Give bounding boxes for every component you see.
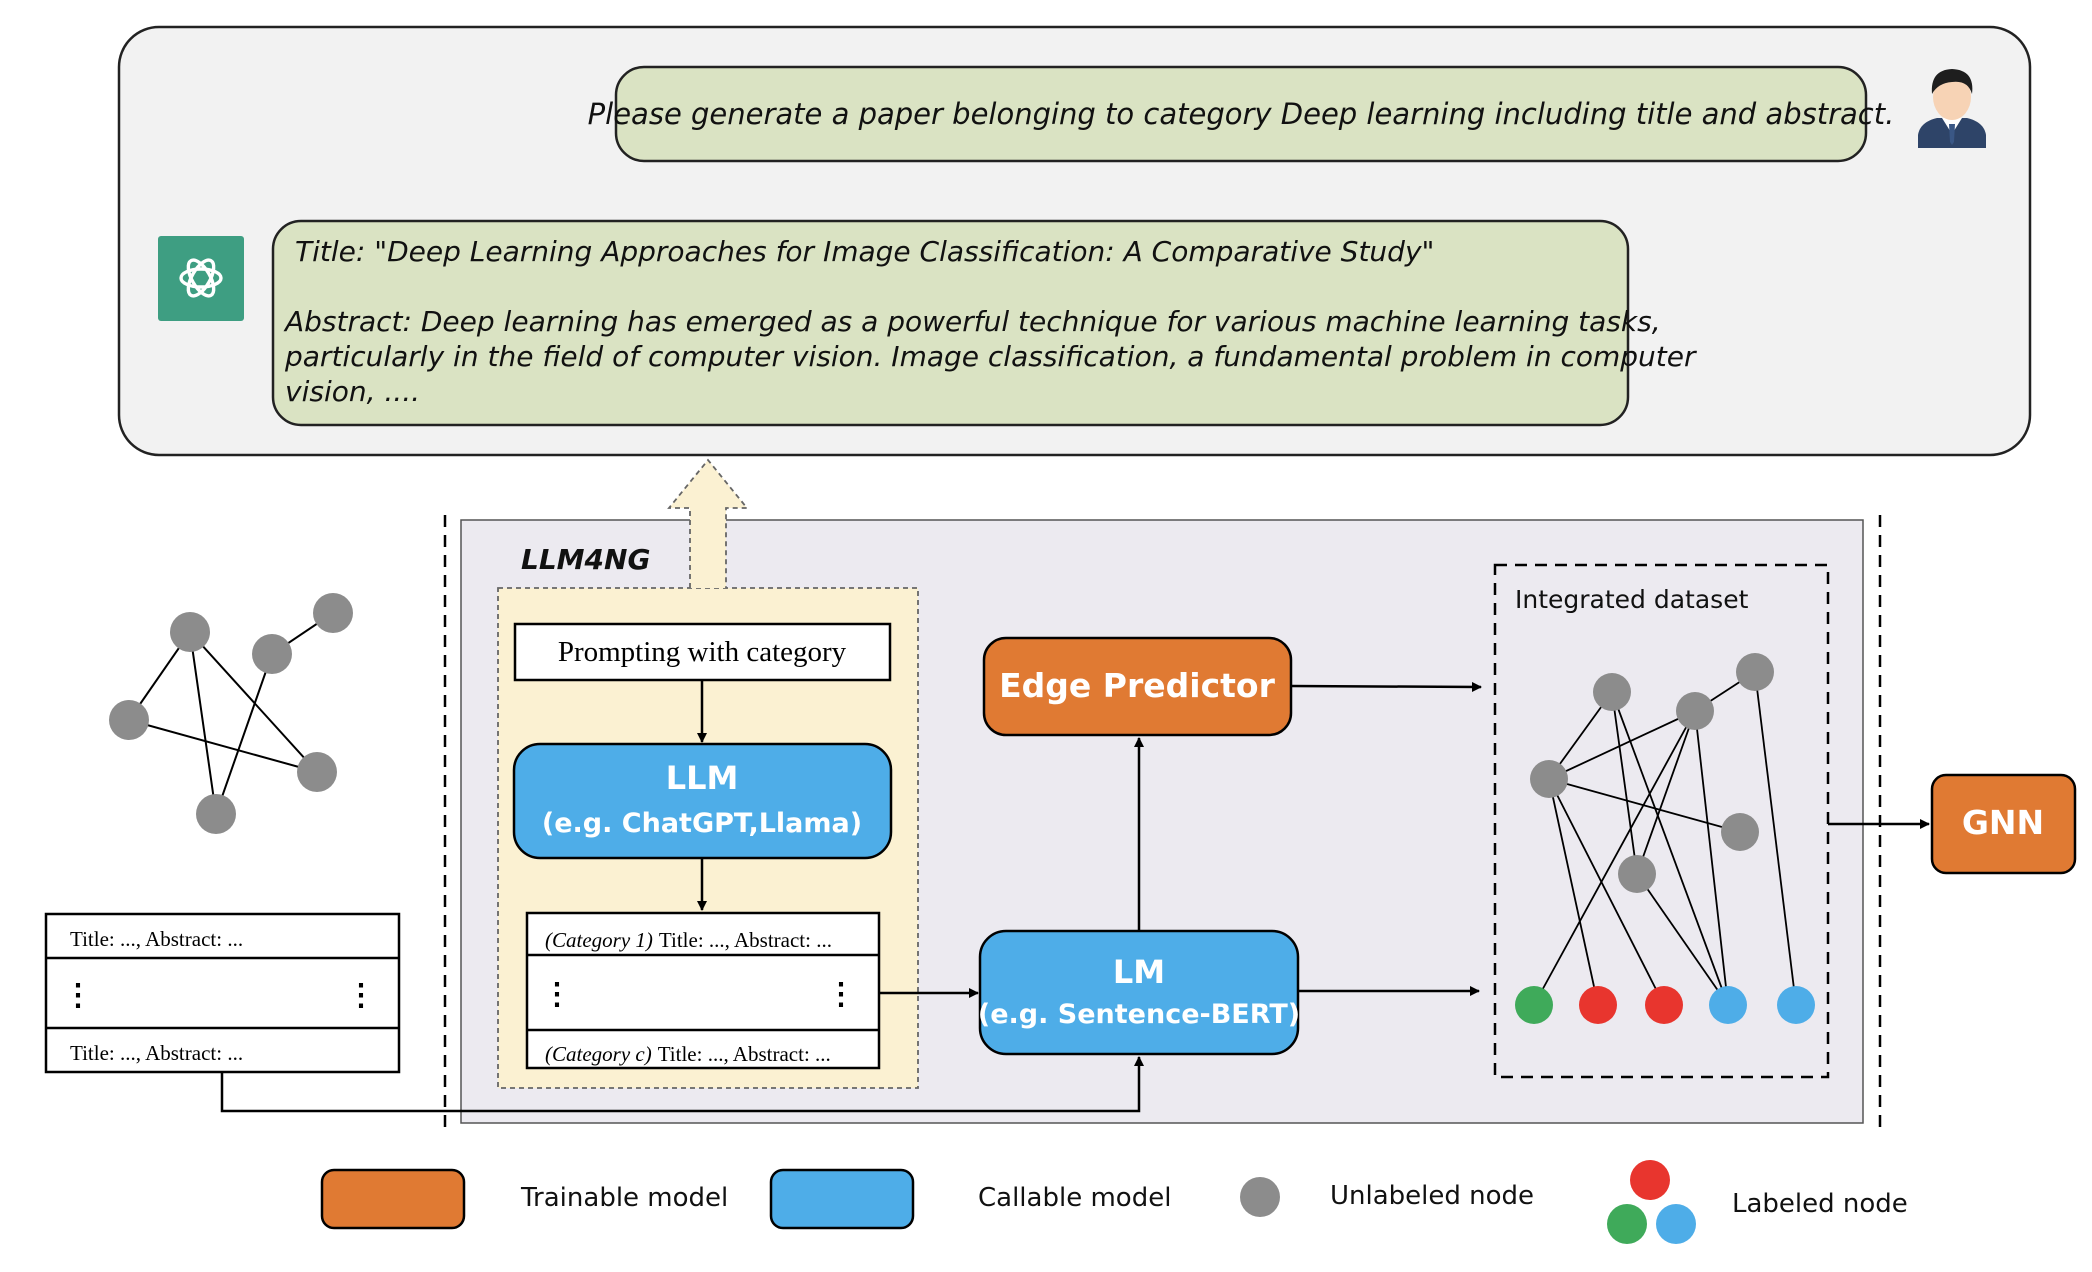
framework-region: LLM4NG Prompting with category LLM (e.g.… [443, 458, 1930, 1132]
llm-subtitle: (e.g. ChatGPT,Llama) [542, 808, 862, 839]
legend-callable-swatch [769, 1168, 915, 1230]
legend-labeled-node-green [1607, 1204, 1647, 1244]
user-prompt-text: Please generate a paper belonging to cat… [588, 97, 1895, 131]
response-abstract-line3: vision, .... [285, 375, 420, 408]
legend-labeled-node-red [1630, 1160, 1670, 1200]
input-row-3: Title: ..., Abstract: ... [70, 1041, 243, 1065]
unlabeled-node [1676, 692, 1714, 730]
legend-trainable-label: Trainable model [520, 1183, 728, 1213]
original-graph [109, 593, 353, 834]
labeled-node-red [1645, 986, 1683, 1024]
graph-node [170, 612, 210, 652]
legend-callable-label: Callable model [978, 1183, 1171, 1213]
input-row-1: Title: ..., Abstract: ... [70, 927, 243, 951]
gnn-label: GNN [1962, 803, 2044, 842]
unlabeled-node [1618, 855, 1656, 893]
user-avatar-icon [1918, 69, 1986, 148]
integrated-dataset-label: Integrated dataset [1515, 585, 1749, 614]
unlabeled-node [1593, 673, 1631, 711]
legend-unlabeled-node [1240, 1177, 1280, 1217]
legend: Trainable model Callable model Unlabeled… [320, 1160, 1908, 1244]
user-message-bubble: Please generate a paper belonging to cat… [588, 65, 1895, 163]
generated-dots-left: ⋮ [542, 978, 572, 1011]
input-to-lm-connector [220, 1056, 1144, 1113]
generated-row-1: (Category 1)Title: ..., Abstract: ... [545, 928, 832, 952]
integrated-dataset: Integrated dataset [1493, 563, 1830, 1079]
edge-predictor-label: Edge Predictor [999, 666, 1275, 705]
unlabeled-node [1530, 760, 1568, 798]
legend-unlabeled-label: Unlabeled node [1330, 1181, 1534, 1211]
edge-predictor-box: Edge Predictor [982, 636, 1293, 737]
input-dots-right: ⋮ [346, 979, 376, 1012]
response-title: Title: "Deep Learning Approaches for Ima… [295, 235, 1434, 268]
gnn-box: GNN [1930, 773, 2077, 875]
chatgpt-logo-icon [158, 236, 244, 321]
lm-box: LM (e.g. Sentence-BERT) [978, 929, 1300, 1056]
input-dots-left: ⋮ [63, 979, 93, 1012]
llm-box: LLM (e.g. ChatGPT,Llama) [512, 742, 893, 860]
lm-title: LM [1113, 953, 1165, 991]
response-abstract-line2: particularly in the field of computer vi… [284, 340, 1697, 373]
prompting-box: Prompting with category [513, 622, 892, 682]
graph-node [313, 593, 353, 633]
legend-labeled-node-blue [1656, 1204, 1696, 1244]
generated-row-3: (Category c)Title: ..., Abstract: ... [545, 1042, 831, 1066]
labeled-node-red [1579, 986, 1617, 1024]
labeled-node-green [1515, 986, 1553, 1024]
graph-node [297, 752, 337, 792]
lm-subtitle: (e.g. Sentence-BERT) [978, 999, 1300, 1030]
prompting-label: Prompting with category [558, 636, 847, 668]
llm-title: LLM [666, 759, 739, 797]
unlabeled-node [1721, 813, 1759, 851]
labeled-node-blue [1777, 986, 1815, 1024]
graph-node [109, 700, 149, 740]
up-arrow-to-chat [667, 458, 749, 588]
legend-labeled-label: Labeled node [1732, 1189, 1908, 1219]
unlabeled-node [1736, 653, 1774, 691]
framework-label: LLM4NG [521, 543, 650, 576]
graph-node [196, 794, 236, 834]
assistant-message-bubble: Title: "Deep Learning Approaches for Ima… [271, 219, 1697, 427]
chat-panel: Please generate a paper belonging to cat… [117, 25, 2032, 457]
labeled-node-blue [1709, 986, 1747, 1024]
input-text-table: Title: ..., Abstract: ... ⋮ ⋮ Title: ...… [44, 912, 401, 1074]
graph-node [252, 634, 292, 674]
legend-trainable-swatch [320, 1168, 466, 1230]
generated-samples-table: (Category 1)Title: ..., Abstract: ... ⋮ … [525, 911, 881, 1070]
response-abstract-line1: Abstract: Deep learning has emerged as a… [283, 305, 1661, 338]
generated-dots-right: ⋮ [826, 978, 856, 1011]
